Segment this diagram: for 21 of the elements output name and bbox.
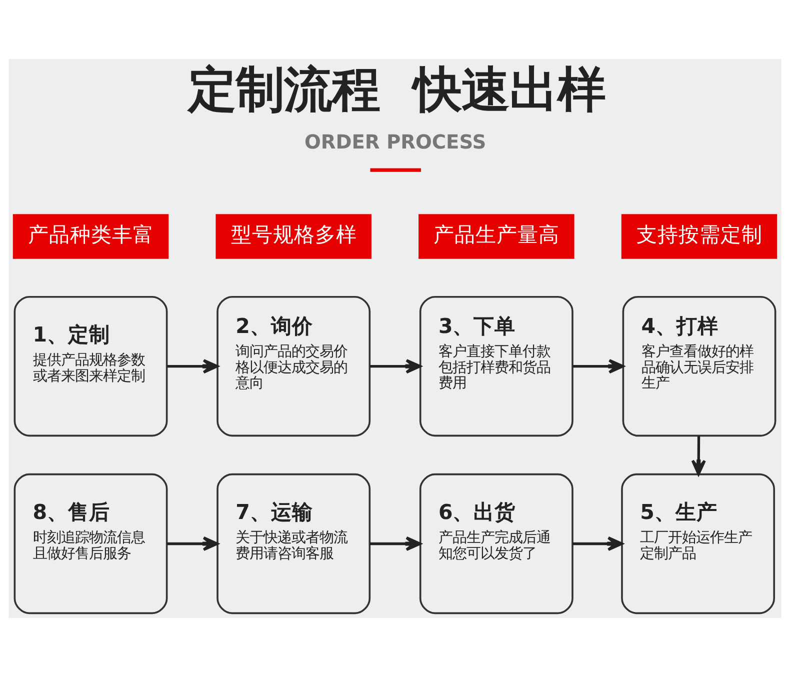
node-box: 6、出货 产品生产完成后通知您可以发货了 [419,472,574,614]
node-box: 2、询价 询问产品的交易价格以便达成交易的意向 [216,295,371,436]
arrow [572,536,624,551]
node-box: 型号规格多样 [216,214,372,258]
node-box: 产品种类丰富 [12,214,169,258]
diagram-title: 定制流程 快速出样 [188,62,606,118]
arrow [167,536,218,551]
node-box: 3、下单 客户直接下单付款包括打样费和货品费用 [419,295,574,436]
node-box: 8、售后 时刻追踪物流信息且做好售后服务 [14,472,168,614]
arrow [370,358,422,374]
node-box: 1、定制 提供产品规格参数或者来图来样定制 [14,295,168,436]
label: ORDER PROCESS [304,130,486,154]
node-box: 5、生产 工厂开始运作生产定制产品 [621,472,775,614]
node-box: 支持按需定制 [621,214,778,258]
node-box: 4、打样 客户查看做好的样品确认无误后安排生产 [622,295,776,436]
arrow [370,536,422,551]
node-box: 产品生产量高 [418,214,574,258]
arrow [691,436,706,475]
arrow [167,358,218,374]
arrow [572,358,624,374]
node-box: 7、运输 关于快递或者物流费用请咨询客服 [216,472,371,614]
